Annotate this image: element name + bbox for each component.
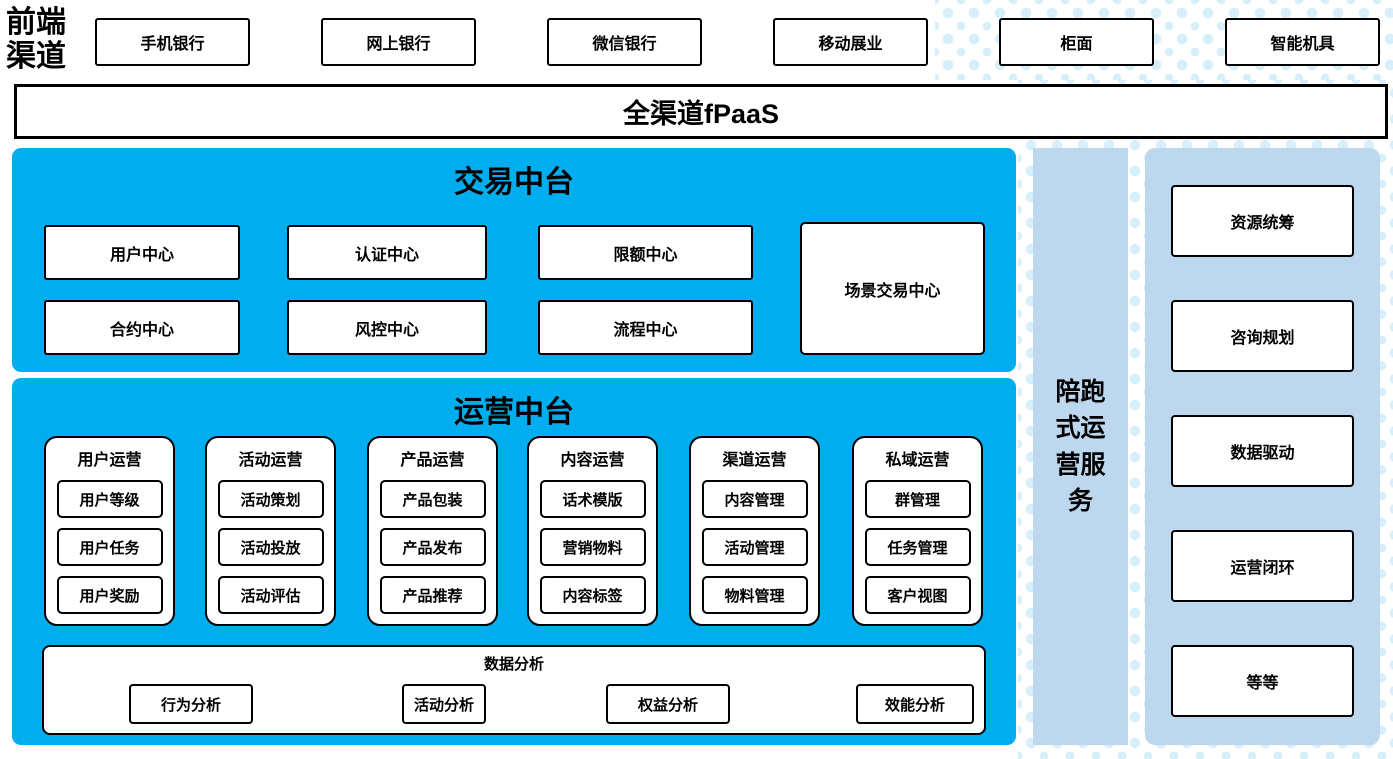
channel-box-online-banking: 网上银行	[321, 18, 476, 66]
group-title: 内容运营	[560, 452, 625, 469]
service-box-etc: 等等	[1171, 645, 1354, 717]
op-item-user-task: 用户任务	[56, 528, 163, 566]
operations-platform-section: 运营中台 用户运营 用户等级 用户任务 用户奖励 活动运营 活动策划 活动投放 …	[12, 378, 1016, 745]
channel-box-mobile-banking: 手机银行	[95, 18, 250, 66]
group-activity-operations: 活动运营 活动策划 活动投放 活动评估	[205, 436, 336, 626]
center-box-user: 用户中心	[44, 225, 240, 280]
service-box-data-driven: 数据驱动	[1171, 415, 1354, 487]
fpaas-bar: 全渠道fPaaS	[14, 84, 1388, 139]
group-title: 私域运营	[885, 452, 950, 469]
channel-box-smart-devices: 智能机具	[1225, 18, 1380, 66]
op-item-product-recommendation: 产品推荐	[379, 576, 486, 614]
center-box-risk-control: 风控中心	[287, 300, 487, 355]
group-product-operations: 产品运营 产品包装 产品发布 产品推荐	[367, 436, 498, 626]
op-item-activity-management: 活动管理	[701, 528, 808, 566]
service-box-resource-coordination: 资源统筹	[1171, 185, 1354, 257]
service-box-consulting-planning: 咨询规划	[1171, 300, 1354, 372]
service-box-operations-closed-loop: 运营闭环	[1171, 530, 1354, 602]
op-item-group-management: 群管理	[864, 480, 971, 518]
companion-service-label: 陪跑式运营服务	[1055, 378, 1106, 515]
op-item-content-management: 内容管理	[701, 480, 808, 518]
op-item-activity-planning: 活动策划	[217, 480, 324, 518]
front-channels-label: 前端渠道	[6, 6, 66, 73]
analysis-item-behavior: 行为分析	[129, 684, 253, 724]
op-item-customer-view: 客户视图	[864, 576, 971, 614]
group-channel-operations: 渠道运营 内容管理 活动管理 物料管理	[689, 436, 820, 626]
analysis-item-efficiency: 效能分析	[856, 684, 974, 724]
group-title: 用户运营	[77, 452, 142, 469]
op-item-user-reward: 用户奖励	[56, 576, 163, 614]
service-panel: 资源统筹 咨询规划 数据驱动 运营闭环 等等	[1145, 148, 1380, 745]
op-item-script-template: 话术模版	[539, 480, 646, 518]
group-title: 渠道运营	[722, 452, 787, 469]
channel-box-wechat-banking: 微信银行	[547, 18, 702, 66]
op-item-activity-evaluation: 活动评估	[217, 576, 324, 614]
group-user-operations: 用户运营 用户等级 用户任务 用户奖励	[44, 436, 175, 626]
trading-platform-title: 交易中台	[454, 166, 574, 199]
front-channels-row: 手机银行 网上银行 微信银行 移动展业 柜面 智能机具	[95, 18, 1380, 66]
op-item-marketing-material: 营销物料	[539, 528, 646, 566]
center-box-authentication: 认证中心	[287, 225, 487, 280]
group-content-operations: 内容运营 话术模版 营销物料 内容标签	[527, 436, 658, 626]
center-box-scene-trading: 场景交易中心	[800, 222, 985, 355]
channel-box-mobile-outreach: 移动展业	[773, 18, 928, 66]
trading-platform-section: 交易中台 用户中心 认证中心 限额中心 合约中心 风控中心 流程中心 场景交易中…	[12, 148, 1016, 372]
operations-platform-title: 运营中台	[454, 396, 574, 429]
op-item-product-release: 产品发布	[379, 528, 486, 566]
op-item-user-level: 用户等级	[56, 480, 163, 518]
center-box-quota: 限额中心	[538, 225, 753, 280]
companion-service-bar: 陪跑式运营服务	[1033, 148, 1128, 745]
op-item-task-management: 任务管理	[864, 528, 971, 566]
op-item-content-tag: 内容标签	[539, 576, 646, 614]
analysis-item-activity: 活动分析	[402, 684, 486, 724]
group-title: 产品运营	[400, 452, 465, 469]
op-item-product-packaging: 产品包装	[379, 480, 486, 518]
op-item-activity-delivery: 活动投放	[217, 528, 324, 566]
channel-box-counter: 柜面	[999, 18, 1154, 66]
data-analysis-panel: 数据分析 行为分析 活动分析 权益分析 效能分析	[42, 645, 986, 735]
group-title: 活动运营	[238, 452, 303, 469]
analysis-item-rights: 权益分析	[606, 684, 730, 724]
center-box-process: 流程中心	[538, 300, 753, 355]
center-box-contract: 合约中心	[44, 300, 240, 355]
group-private-domain-operations: 私域运营 群管理 任务管理 客户视图	[852, 436, 983, 626]
op-item-material-management: 物料管理	[701, 576, 808, 614]
data-analysis-title: 数据分析	[483, 656, 544, 673]
